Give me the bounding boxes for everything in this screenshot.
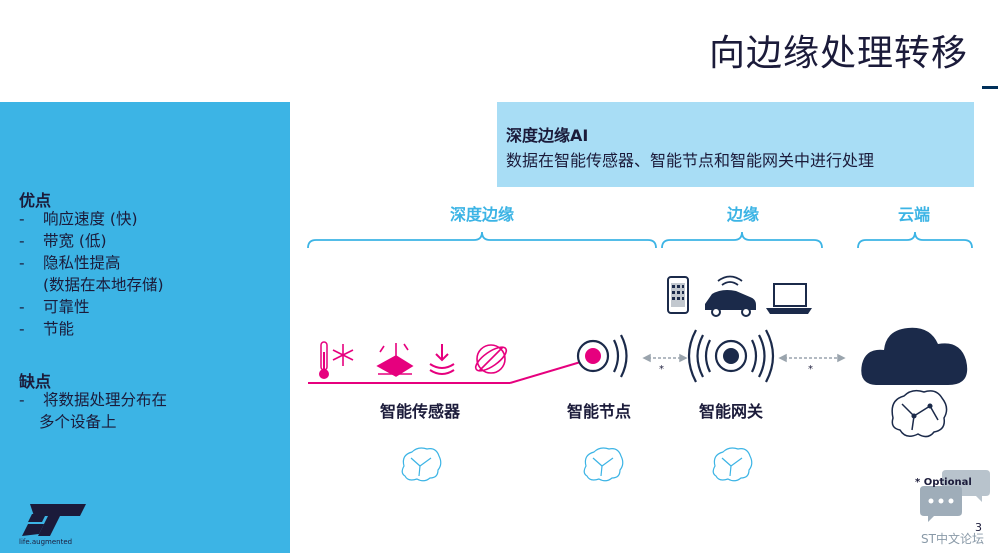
label-smart-sensor: 智能传感器	[379, 402, 460, 421]
smart-gateway-icon	[687, 329, 775, 383]
optional-marker: *	[659, 364, 664, 375]
brain-icon-sensor	[401, 447, 442, 482]
list-item: -可靠性	[19, 298, 90, 316]
thermometer-icon	[319, 341, 329, 379]
brain-icon-gateway	[712, 447, 753, 482]
left-panel	[0, 102, 290, 553]
laptop-icon	[766, 283, 812, 314]
forum-chat-icon	[920, 470, 990, 522]
segment-label-cloud: 云端	[897, 205, 930, 224]
st-logo-icon	[20, 502, 88, 540]
list-item: -隐私性提高	[19, 254, 121, 272]
cloud-brain-icon	[891, 389, 948, 438]
brace-edge	[661, 231, 823, 249]
list-item: 多个设备上	[39, 413, 117, 431]
watermark-text: ST中文论坛	[921, 532, 984, 546]
motion-sensor-icon	[376, 343, 414, 377]
cons-heading: 缺点	[19, 372, 52, 391]
arrow-gateway-cloud	[778, 353, 846, 363]
pressure-icon	[429, 344, 455, 375]
page-title: 向边缘处理转移	[708, 33, 968, 74]
sensor-link-line	[308, 360, 585, 384]
brain-icon-node	[583, 447, 624, 482]
optional-marker: *	[808, 364, 813, 375]
snowflake-icon	[332, 344, 354, 366]
list-item: -带宽 (低)	[19, 232, 107, 250]
segment-label-deep-edge: 深度边缘	[449, 205, 514, 224]
brace-cloud	[857, 231, 973, 249]
list-item: (数据在本地存储)	[43, 276, 164, 294]
pros-heading: 优点	[19, 191, 52, 210]
pros-list: -响应速度 (快) -带宽 (低) -隐私性提高 (数据在本地存储) -可靠性 …	[19, 208, 164, 340]
label-smart-gateway: 智能网关	[698, 402, 763, 421]
box-title: 深度边缘AI	[506, 126, 589, 145]
list-item: -将数据处理分布在	[19, 391, 168, 409]
brace-deep-edge	[307, 231, 657, 249]
logo-tagline: life.augmented	[19, 538, 73, 546]
smart-node-icon	[576, 334, 628, 378]
connected-car-icon	[705, 275, 756, 317]
cons-list: -将数据处理分布在 多个设备上	[19, 389, 167, 433]
arrow-node-gateway	[642, 353, 688, 363]
deep-edge-ai-box	[497, 102, 974, 187]
segment-label-edge: 边缘	[726, 205, 759, 224]
phone-icon	[667, 276, 689, 314]
optional-note: * Optional	[915, 477, 972, 488]
list-item: -节能	[19, 320, 75, 338]
list-item: -响应速度 (快)	[19, 210, 138, 228]
gyroscope-icon	[474, 344, 508, 374]
cloud-icon	[861, 327, 968, 385]
page-number: 3	[975, 521, 982, 534]
box-description: 数据在智能传感器、智能节点和智能网关中进行处理	[506, 151, 875, 170]
label-smart-node: 智能节点	[566, 402, 631, 421]
title-accent-bar	[982, 86, 998, 89]
